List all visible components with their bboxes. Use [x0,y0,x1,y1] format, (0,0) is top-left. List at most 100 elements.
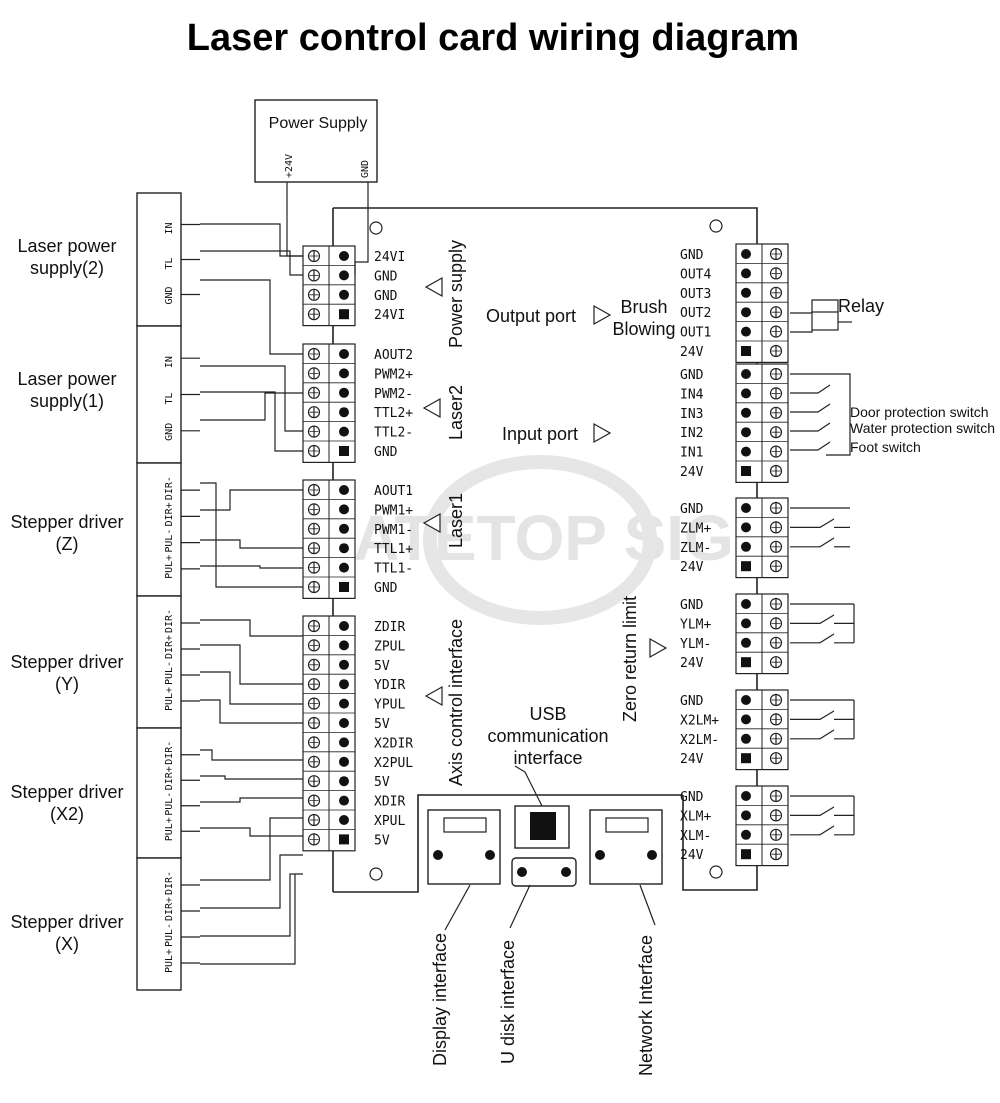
right-pin-contact [741,714,751,725]
left-screw-terminal [307,619,321,633]
right-screw-terminal [769,367,783,381]
device-pin-lps1: IN [164,356,175,368]
left-screw-terminal [307,367,321,380]
right-pin-label: XLM+ [680,809,711,824]
device-box-sdy [136,595,182,729]
left-pin-contact [339,659,349,670]
left-pin-label: YPUL [374,698,405,713]
udisk-interface-label: U disk interface [498,940,518,1064]
device-pin-sdy: DIR+ [164,635,175,659]
right-screw-terminal [769,828,783,841]
right-pin-contact [741,522,751,533]
zero-return-label: Zero return limit [620,596,640,722]
left-screw-terminal [307,444,321,458]
left-pin-contact [339,562,349,573]
right-pin-label: 24V [680,752,704,767]
left-pin-contact [339,446,349,456]
left-section-label: Axis control interface [446,619,466,786]
left-pin-label: 5V [374,833,390,848]
right-screw-terminal [769,501,783,515]
power-24v-wire [286,182,303,257]
left-section-arrow [424,276,443,298]
device-pin-sdx: PUL- [164,923,175,947]
right-pin-contact [741,618,751,629]
left-pin-label: TTL1- [374,562,413,577]
device-pin-sdx2: PUL+ [164,817,175,841]
right-pin-contact [741,849,751,860]
right-screw-terminal [769,848,783,861]
watermark: MATETOP SIGN [300,502,780,574]
right-pin-label: OUT2 [680,306,711,321]
signal-wire [200,874,296,965]
left-pin-label: 5V [374,659,390,674]
right-screw-terminal [769,344,783,358]
left-pin-label: ZDIR [374,620,405,635]
left-pin-contact [339,737,349,748]
right-screw-terminal [769,732,783,745]
device-pin-sdy: DIR- [164,609,175,633]
right-pin-contact [741,427,751,438]
watermark-ring [423,455,657,625]
signal-wire [200,489,303,511]
right-screw-terminal [769,464,783,478]
zero-return-arrow [649,637,668,659]
right-pin-contact [741,753,751,764]
relay-wire-3 [811,299,839,313]
signal-wire [200,854,303,909]
left-pin-contact [339,582,349,592]
limit-switch-wire [790,614,835,625]
mount-hole-bl [369,867,383,881]
right-pin-contact [741,829,751,840]
left-pin-label: X2DIR [374,736,413,751]
right-pin-label: 24V [680,656,704,671]
right-pin-label: OUT4 [680,267,711,282]
udisk-leader [509,884,531,929]
signal-wire [200,391,303,452]
right-pin-label: 24V [680,465,704,480]
signal-wire [200,250,303,276]
left-pin-contact [339,640,349,651]
left-pin-label: GND [374,269,398,284]
left-pin-contact [339,621,349,631]
left-screw-terminal [307,522,321,535]
signal-wire [200,797,303,803]
device-pin-sdz: PUL+ [164,555,175,579]
right-pin-contact [741,307,751,318]
left-pin-label: GND [374,289,398,304]
right-screw-terminal [769,597,783,611]
usb-port[interactable] [514,805,570,849]
right-pin-contact [741,637,751,648]
left-screw-terminal [307,347,321,361]
network-interface-label: Network Interface [636,935,656,1076]
power-gnd-wire [354,182,369,275]
right-screw-terminal [769,445,783,458]
right-screw-terminal [769,426,783,439]
device-pin-sdx: PUL+ [164,949,175,973]
udisk-port[interactable] [511,857,577,887]
left-pin-label: TTL1+ [374,542,413,557]
usb-leader [514,765,543,807]
signal-wire [200,749,303,761]
left-screw-terminal [307,288,321,301]
right-pin-contact [741,249,751,259]
device-pin-sdx2: DIR+ [164,766,175,790]
power-supply-box: Power Supply +24V GND [254,99,378,183]
device-pin-sdz: DIR+ [164,502,175,526]
right-screw-terminal [769,617,783,630]
left-pin-label: GND [374,581,398,596]
right-pin-label: 24V [680,560,704,575]
left-pin-contact [339,698,349,709]
device-pin-sdz: PUL- [164,529,175,553]
left-pin-label: PWM1+ [374,503,413,518]
power-supply-pin-gnd: GND [360,160,371,178]
right-screw-terminal [769,325,783,338]
left-pin-label: XDIR [374,795,405,810]
device-pin-sdx: DIR- [164,871,175,895]
left-pin-contact [339,270,349,281]
network-port[interactable] [589,809,663,885]
left-pin-label: 24VI [374,250,405,265]
device-pin-sdx2: PUL- [164,792,175,816]
left-pin-contact [339,426,349,437]
